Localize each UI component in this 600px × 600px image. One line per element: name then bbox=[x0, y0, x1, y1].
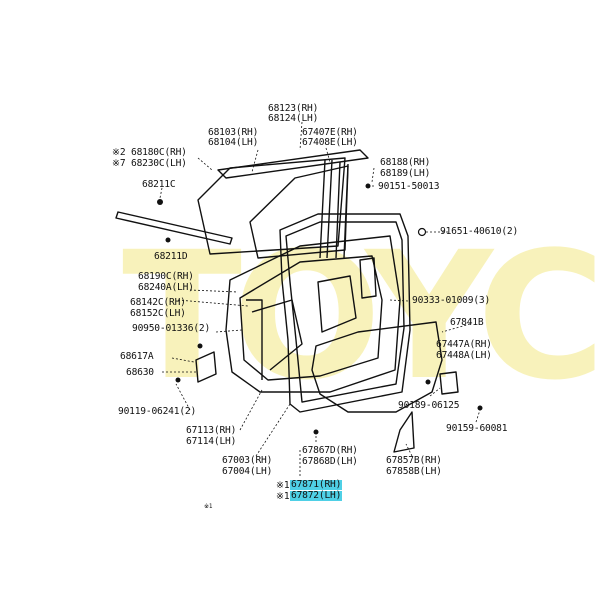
label-90333: 90333-01009(3) bbox=[412, 295, 491, 306]
label-67872[interactable]: 67872(LH) bbox=[290, 490, 343, 501]
screw bbox=[313, 429, 319, 435]
label-68142: 68142C(RH) bbox=[130, 297, 186, 308]
door-weatherstrip bbox=[279, 213, 411, 413]
label-90159: 90159-60081 bbox=[446, 423, 508, 434]
window-frame bbox=[249, 165, 349, 259]
door-glass bbox=[197, 157, 346, 255]
label-68230: ※7 68230C(LH) bbox=[112, 158, 187, 169]
label-91651: 91651-40610(2) bbox=[440, 226, 519, 237]
label-90151: 90151-50013 bbox=[378, 181, 440, 192]
clip bbox=[157, 199, 163, 205]
label-68104: 68104(LH) bbox=[208, 137, 259, 148]
screw bbox=[425, 379, 431, 385]
label-90950: 90950-01336(2) bbox=[132, 323, 211, 334]
door-panel bbox=[225, 235, 401, 393]
footer-note: ※1 bbox=[204, 503, 213, 510]
label-68124: 68124(LH) bbox=[268, 113, 319, 124]
screw bbox=[175, 377, 181, 383]
glass-run-channel bbox=[217, 149, 369, 179]
label-68240: 68240A(LH) bbox=[138, 282, 194, 293]
inner-panel bbox=[239, 255, 383, 381]
label-68211d: 68211D bbox=[154, 251, 188, 262]
screw bbox=[477, 405, 483, 411]
label-68189: 68189(LH) bbox=[380, 168, 431, 179]
plug bbox=[417, 227, 427, 237]
label-67447: 67447A(RH) bbox=[436, 339, 492, 350]
label-90119: 90119-06241(2) bbox=[118, 406, 197, 417]
label-68152: 68152C(LH) bbox=[130, 308, 186, 319]
label-67448: 67448A(LH) bbox=[436, 350, 492, 361]
label-67871-mark: ※1 bbox=[276, 480, 290, 491]
label-68180: ※2 68180C(RH) bbox=[112, 147, 187, 158]
door-check bbox=[195, 351, 217, 383]
label-68123: 68123(RH) bbox=[268, 103, 319, 114]
label-67113: 67113(RH) bbox=[186, 425, 237, 436]
label-67867: 67867D(RH) bbox=[302, 445, 358, 456]
label-67407: 67407E(RH) bbox=[302, 127, 358, 138]
label-90189: 90189-06125 bbox=[398, 400, 460, 411]
screw bbox=[197, 343, 203, 349]
label-67858: 67858B(LH) bbox=[386, 466, 442, 477]
armrest-bracket bbox=[439, 371, 459, 395]
corner-trim bbox=[393, 411, 415, 453]
label-67872-mark: ※1 bbox=[276, 491, 290, 502]
label-67871[interactable]: 67871(RH) bbox=[290, 479, 343, 490]
belt-molding bbox=[115, 211, 233, 245]
label-67841: 67841B bbox=[450, 317, 484, 328]
label-67868: 67868D(LH) bbox=[302, 456, 358, 467]
clip bbox=[165, 237, 171, 243]
label-67004: 67004(LH) bbox=[222, 466, 273, 477]
trim-board bbox=[311, 321, 443, 413]
door-lock bbox=[359, 257, 377, 299]
label-68188: 68188(RH) bbox=[380, 157, 431, 168]
label-67003: 67003(RH) bbox=[222, 455, 273, 466]
label-68617: 68617A bbox=[120, 351, 154, 362]
label-67408: 67408E(LH) bbox=[302, 137, 358, 148]
label-67114: 67114(LH) bbox=[186, 436, 237, 447]
label-68630: 68630 bbox=[126, 367, 154, 378]
label-68211c: 68211C bbox=[142, 179, 176, 190]
label-68190: 68190C(RH) bbox=[138, 271, 194, 282]
label-68103: 68103(RH) bbox=[208, 127, 259, 138]
regulator bbox=[246, 275, 357, 380]
label-67857: 67857B(RH) bbox=[386, 455, 442, 466]
division-bar bbox=[319, 159, 349, 259]
